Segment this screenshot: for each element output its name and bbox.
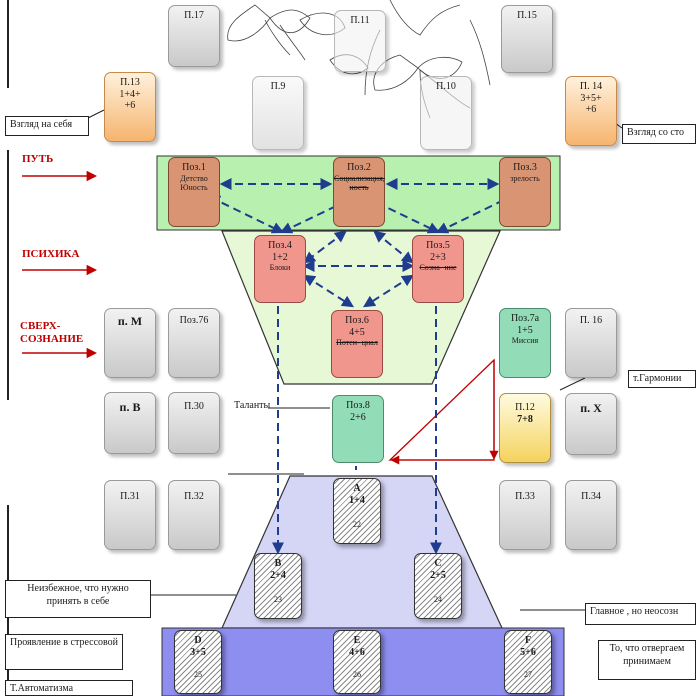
E-letter: Е — [353, 635, 361, 646]
B-letter: В — [274, 558, 282, 569]
box-p34: П.34 — [565, 480, 617, 550]
box-p30: П.30 — [168, 392, 220, 454]
box-pos2: Поз.2 Социализация, ность — [333, 157, 385, 227]
note-talents: Таланты — [230, 398, 270, 418]
pos4-sub: Блоки — [269, 263, 291, 272]
p14-line1: 3+5+ — [580, 92, 602, 104]
pos3-title: Поз.3 — [513, 162, 537, 173]
box-pX: п. Х — [565, 393, 617, 455]
note-inevitable: Неизбежное, что нужно принять в себе — [5, 580, 151, 618]
p12-line1: 7+8 — [517, 413, 533, 425]
box-p17: П.17 — [168, 5, 220, 67]
box-D: D 3+5 25 — [174, 630, 222, 694]
pos6-line1: 4+5 — [349, 326, 365, 338]
pos5-title: Поз.5 — [426, 240, 450, 251]
box-p11: П.11 — [334, 10, 386, 72]
A-num: 22 — [353, 520, 361, 529]
C-sum: 2+5 — [430, 569, 446, 581]
A-sum: 1+4 — [349, 494, 365, 506]
label-super-consciousness: СВЕРХ- СОЗНАНИЕ — [20, 320, 84, 346]
pos4-line1: 1+2 — [272, 251, 288, 263]
p12-title: П.12 — [515, 402, 535, 413]
pos6-title: Поз.6 — [345, 315, 369, 326]
box-p12: П.12 7+8 — [499, 393, 551, 463]
E-sum: 4+6 — [349, 646, 365, 658]
box-p32: П.32 — [168, 480, 220, 550]
box-pos7a: Поз.7а 1+5 Миссия — [499, 308, 551, 378]
A-letter: А — [353, 483, 361, 494]
box-B: В 2+4 23 — [254, 553, 302, 619]
box-pB: п. В — [104, 392, 156, 454]
box-pos76: Поз.76 — [168, 308, 220, 378]
p13-line2: +6 — [124, 100, 136, 111]
box-C: С 2+5 24 — [414, 553, 462, 619]
E-num: 26 — [353, 670, 361, 679]
F-num: 27 — [524, 670, 532, 679]
D-num: 25 — [194, 670, 202, 679]
C-letter: С — [434, 558, 442, 569]
B-sum: 2+4 — [270, 569, 286, 581]
pos5-line1: 2+3 — [430, 251, 446, 263]
box-p9: П.9 — [252, 76, 304, 150]
label-psyche: ПСИХИКА — [22, 248, 80, 260]
note-self-view: Взгляд на себя — [5, 116, 89, 136]
D-letter: D — [194, 635, 202, 646]
pos1-sub: Детство Юность — [180, 173, 208, 192]
box-p13: П.13 1+4+ +6 — [104, 72, 156, 142]
pos3-sub: зрелость — [510, 173, 540, 183]
pos4-title: Поз.4 — [268, 240, 292, 251]
box-pos4: Поз.4 1+2 Блоки — [254, 235, 306, 303]
p13-line1: 1+4+ — [119, 88, 141, 100]
box-A: А 1+4 22 — [333, 478, 381, 544]
note-rejected: То, что отвергаем принимаем — [598, 640, 696, 680]
box-pos5: Поз.5 2+3 Созна- ние — [412, 235, 464, 303]
D-sum: 3+5 — [190, 646, 206, 658]
box-pos8: Поз.8 2+6 — [332, 395, 384, 463]
box-E: Е 4+6 26 — [333, 630, 381, 694]
pos2-title: Поз.2 — [347, 162, 371, 173]
label-path: ПУТЬ — [22, 153, 54, 165]
note-stress: Проявление в стрессовой — [5, 634, 123, 670]
box-pos1: Поз.1 Детство Юность — [168, 157, 220, 227]
box-pos6: Поз.6 4+5 Потен- циал — [331, 310, 383, 378]
pos7a-line1: 1+5 — [517, 324, 533, 336]
pos1-title: Поз.1 — [182, 162, 206, 173]
pos6-sub: Потен- циал — [336, 338, 378, 347]
box-F: F 5+6 27 — [504, 630, 552, 694]
note-harmony: т.Гармонии — [628, 370, 696, 388]
pos8-line1: 2+6 — [350, 411, 366, 423]
p13-title: П.13 — [120, 77, 140, 88]
pos8-title: Поз.8 — [346, 400, 370, 411]
p14-title: П. 14 — [579, 81, 603, 92]
box-p16: П. 16 — [565, 308, 617, 378]
B-num: 23 — [274, 595, 282, 604]
pos7a-title: Поз.7а — [510, 313, 540, 324]
F-letter: F — [524, 635, 532, 646]
box-p31: П.31 — [104, 480, 156, 550]
box-pM: п. М — [104, 308, 156, 378]
pos7a-sub: Миссия — [511, 336, 539, 345]
box-p10: П.10 — [420, 76, 472, 150]
box-pos3: Поз.3 зрелость — [499, 157, 551, 227]
note-automatism: Т.Автоматизма — [5, 680, 133, 696]
note-view-from-side: Взгляд со сто — [622, 124, 696, 144]
box-p15: П.15 — [501, 5, 553, 73]
box-p14: П. 14 3+5+ +6 — [565, 76, 617, 146]
p14-line2: +6 — [585, 104, 597, 115]
C-num: 24 — [434, 595, 442, 604]
pos2-sub: Социализация, ность — [334, 173, 385, 192]
pos5-sub: Созна- ние — [419, 263, 457, 272]
box-p33: П.33 — [499, 480, 551, 550]
note-main: Главное , но неосозн — [585, 603, 696, 625]
F-sum: 5+6 — [520, 646, 536, 658]
